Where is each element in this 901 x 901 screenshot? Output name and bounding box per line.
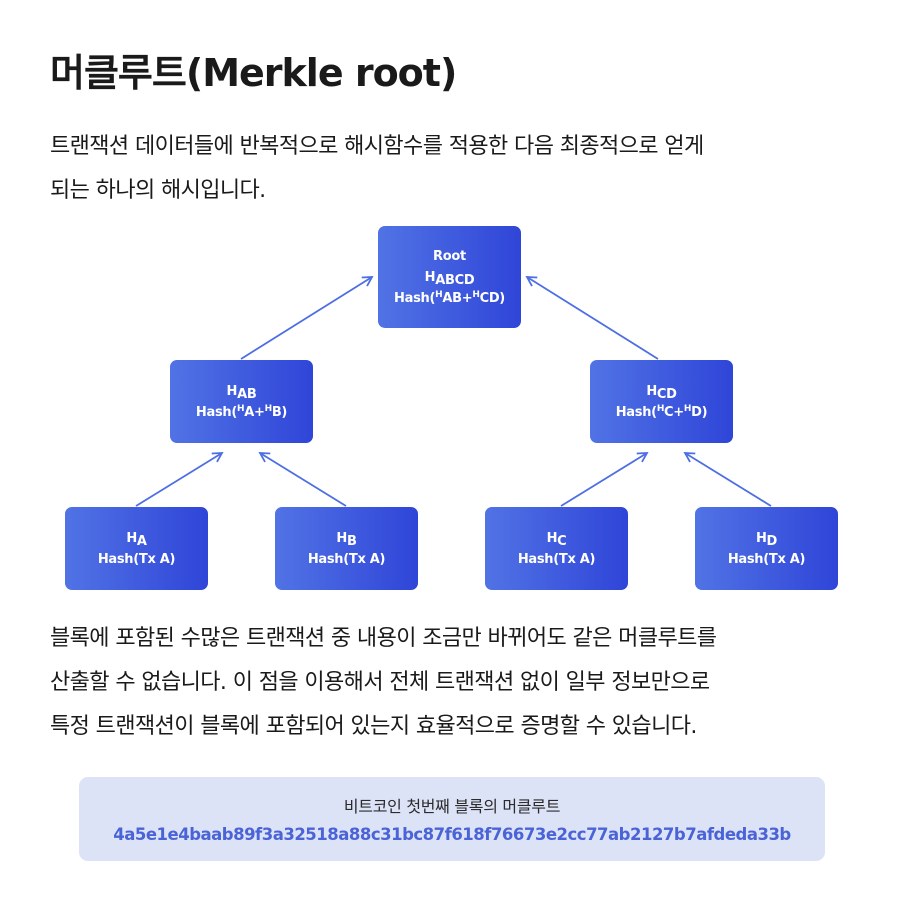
edge-hcd-to-root [525,276,659,360]
intro-line: 되는 하나의 해시입니다. [50,178,266,203]
intro-line: 트랜잭션 데이터들에 반복적으로 해시함수를 적용한 다음 최종적으로 얻게 [50,134,704,159]
body-line: 블록에 포함된 수많은 트랜잭션 중 내용이 조금만 바뀌어도 같은 머클루트를 [50,626,717,651]
hc-node: HC Hash(Tx A) [485,507,628,590]
hab-formula: Hash(HA+HB) [195,403,288,420]
ha-node: HA Hash(Tx A) [65,507,208,590]
hd-formula: Hash(Tx A) [727,551,806,567]
root-node: Root HABCD Hash(HAB+HCD) [378,226,521,328]
hd-hash: HD [755,530,778,549]
hc-formula: Hash(Tx A) [517,551,596,567]
hab-node: HAB Hash(HA+HB) [170,360,313,443]
hcd-node: HCD Hash(HC+HD) [590,360,733,443]
body-line: 특정 트랜잭션이 블록에 포함되어 있는지 효율적으로 증명할 수 있습니다. [50,714,697,739]
merkle-root-hash: 4a5e1e4baab89f3a32518a88c31bc87f618f7667… [113,825,791,844]
genesis-merkle-root-box: 비트코인 첫번째 블록의 머클루트 4a5e1e4baab89f3a32518a… [79,777,825,861]
hb-formula: Hash(Tx A) [307,551,386,567]
hb-node: HB Hash(Tx A) [275,507,418,590]
hd-node: HD Hash(Tx A) [695,507,838,590]
ha-formula: Hash(Tx A) [97,551,176,567]
body-line: 산출할 수 없습니다. 이 점을 이용해서 전체 트랜잭션 없이 일부 정보만으… [50,670,710,695]
hab-hash: HAB [226,383,257,402]
root-label: Root [433,248,466,264]
info-label: 비트코인 첫번째 블록의 머클루트 [343,797,561,816]
edge-hd-to-hcd [683,452,772,507]
intro-paragraph: 트랜잭션 데이터들에 반복적으로 해시함수를 적용한 다음 최종적으로 얻게 되… [50,125,850,213]
hcd-formula: Hash(HC+HD) [615,403,708,420]
edge-ha-to-hab [135,452,224,507]
hb-hash: HB [336,530,357,549]
hc-hash: HC [546,530,567,549]
root-hash: HABCD [424,269,475,288]
edge-hab-to-root [240,276,374,360]
ha-hash: HA [126,530,147,549]
root-formula: Hash(HAB+HCD) [394,289,505,306]
hcd-hash: HCD [646,383,677,402]
page-title: 머클루트(Merkle root) [50,51,457,95]
edge-hb-to-hab [258,452,347,507]
body-paragraph: 블록에 포함된 수많은 트랜잭션 중 내용이 조금만 바뀌어도 같은 머클루트를… [50,617,850,749]
edge-hc-to-hcd [560,452,649,507]
